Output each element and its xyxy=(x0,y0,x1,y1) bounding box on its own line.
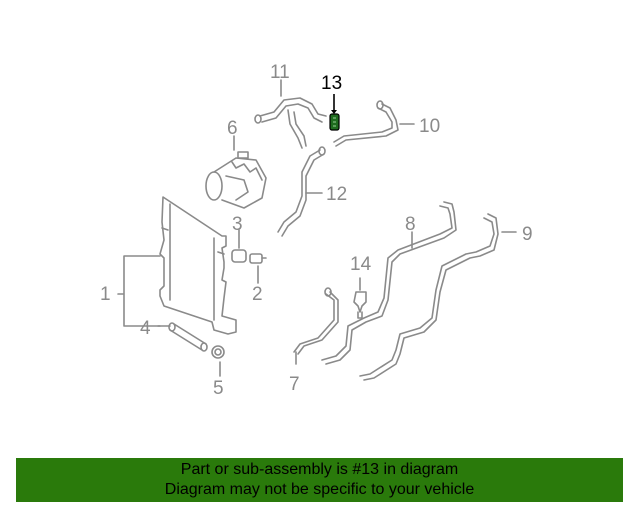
liquid-line-part-8 xyxy=(321,201,457,365)
callout-11: 11 xyxy=(270,62,290,83)
drier-part-4 xyxy=(157,322,208,352)
callout-12: 12 xyxy=(326,184,347,205)
callout-13: 13 xyxy=(321,73,342,94)
hose-part-7 xyxy=(293,287,339,365)
callout-14: 14 xyxy=(350,254,372,275)
fitting-part-3 xyxy=(231,229,247,263)
suction-hose-part-10 xyxy=(333,100,415,147)
callout-8: 8 xyxy=(405,214,416,235)
callout-1: 1 xyxy=(100,284,111,305)
fitting-part-2 xyxy=(249,253,267,284)
compressor-part-6 xyxy=(205,135,267,209)
banner-line-1: Part or sub-assembly is #13 in diagram xyxy=(180,461,459,478)
banner-line-2: Diagram may not be specific to your vehi… xyxy=(164,481,475,498)
callout-7: 7 xyxy=(289,374,300,395)
callout-10: 10 xyxy=(419,116,440,137)
callout-6: 6 xyxy=(227,118,238,139)
line-part-9 xyxy=(359,213,517,381)
o-ring-part-5 xyxy=(211,345,225,377)
callout-3: 3 xyxy=(232,214,243,235)
callout-5: 5 xyxy=(213,378,224,399)
condenser-part-1 xyxy=(159,196,237,335)
part-info-banner: Part or sub-assembly is #13 in diagram D… xyxy=(16,458,623,502)
switch-part-14 xyxy=(353,277,367,319)
callout-2: 2 xyxy=(252,284,263,305)
discharge-hose-part-12 xyxy=(277,146,326,237)
hose-part-11 xyxy=(254,79,327,149)
callout-4: 4 xyxy=(140,318,151,339)
callout-9: 9 xyxy=(522,224,533,245)
highlighted-part-13 xyxy=(329,94,340,131)
leader-1 xyxy=(117,255,161,327)
